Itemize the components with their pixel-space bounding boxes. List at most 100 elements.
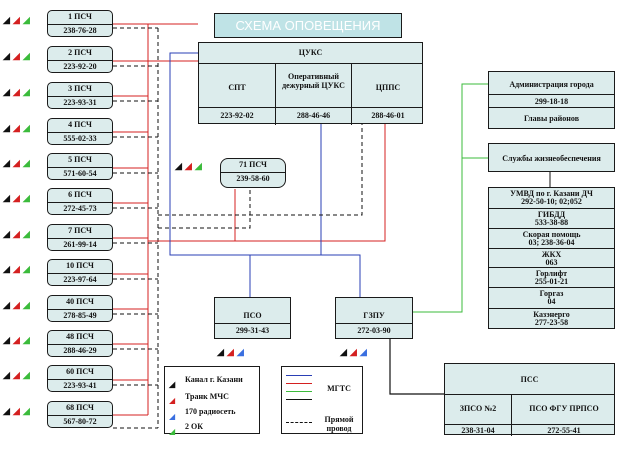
psch-name: 71 ПСЧ bbox=[239, 160, 267, 169]
gzpu-phone: 272-03-90 bbox=[357, 326, 391, 335]
service-phone: 292-50-10; 02;052 bbox=[521, 197, 582, 206]
tsuks-box: ЦУКС СПТ Оперативный дежурный ЦУКС ЦППС … bbox=[198, 42, 423, 125]
divider bbox=[489, 107, 614, 108]
services-title: Службы жизнеобеспечения bbox=[502, 154, 601, 163]
service-name: Горлифт bbox=[535, 269, 568, 278]
tsuks-col-phone: 288-46-01 bbox=[371, 111, 405, 120]
direct-wire-line bbox=[158, 124, 363, 216]
divider bbox=[221, 172, 285, 173]
direct-wire-line bbox=[158, 189, 251, 229]
legend-channels: ◢ Канал г. Казани ◢ Транк МЧС ◢ 170 ради… bbox=[164, 366, 260, 436]
radio-icons: ◢◢◢ bbox=[3, 193, 33, 203]
service-name: Казэнерго bbox=[533, 310, 570, 319]
legend-line bbox=[286, 383, 312, 384]
psch-phone: 278-85-49 bbox=[63, 311, 97, 320]
legend-row: ◢ bbox=[169, 412, 176, 421]
legend-row: ◢ bbox=[169, 427, 176, 436]
tsuks-col-name: ЦППС bbox=[375, 83, 401, 92]
admin-heads: Главы районов bbox=[523, 114, 580, 123]
pss-col-phone: 272-55-41 bbox=[547, 426, 581, 435]
pss-title: ПСС bbox=[520, 375, 539, 384]
psch-name: 5 ПСЧ bbox=[68, 155, 92, 164]
psch-box: 40 ПСЧ 278-85-49 bbox=[47, 295, 113, 322]
divider bbox=[48, 202, 112, 203]
legend-row: ◢ bbox=[169, 396, 176, 405]
psch-phone: 571-60-54 bbox=[63, 169, 97, 178]
divider bbox=[48, 415, 112, 416]
legend-line bbox=[286, 391, 312, 392]
psch-box: 4 ПСЧ 555-02-33 bbox=[47, 118, 113, 145]
admin-phone: 299-18-18 bbox=[534, 97, 569, 106]
psch-name: 3 ПСЧ bbox=[68, 84, 92, 93]
psch-name: 60 ПСЧ bbox=[66, 367, 94, 376]
services-box: Службы жизнеобеспечения bbox=[488, 143, 615, 172]
radio-icons: ◢◢◢ bbox=[3, 229, 33, 239]
legend-label: 170 радиосеть bbox=[185, 407, 236, 416]
legend-label: Канал г. Казани bbox=[185, 375, 243, 384]
tsuks-col-phone: 223-92-02 bbox=[220, 111, 254, 120]
radio-icons: ◢◢◢ bbox=[3, 335, 33, 345]
legend-line bbox=[286, 375, 312, 376]
title-box: СХЕМА ОПОВЕЩЕНИЯ bbox=[214, 13, 402, 38]
gzpu-title: ГЗПУ bbox=[363, 311, 385, 320]
divider bbox=[48, 238, 112, 239]
psch-box: 5 ПСЧ 571-60-54 bbox=[47, 153, 113, 180]
pss-col-name: ПСО ФГУ ПРПСО bbox=[529, 404, 599, 413]
service-phone: 03; 238-36-04 bbox=[528, 238, 575, 247]
divider bbox=[336, 323, 412, 324]
gzpu-box: ГЗПУ 272-03-90 bbox=[335, 297, 413, 339]
divider bbox=[199, 63, 422, 64]
divider bbox=[445, 394, 614, 395]
tsuks-col-name: СПТ bbox=[228, 83, 246, 92]
radio-icons: ◢◢◢ bbox=[3, 370, 33, 380]
psch-name: 4 ПСЧ bbox=[68, 120, 92, 129]
service-name: ГИБДД bbox=[537, 210, 566, 219]
psch-phone: 567-80-72 bbox=[63, 417, 97, 426]
pss-box: ПСС ЗПСО №2 ПСО ФГУ ПРПСО 238-31-04 272-… bbox=[444, 363, 615, 436]
page-title: СХЕМА ОПОВЕЩЕНИЯ bbox=[235, 18, 381, 33]
divider bbox=[48, 309, 112, 310]
mgts-line bbox=[169, 52, 361, 297]
divider bbox=[511, 394, 512, 436]
service-phone: 533-38-88 bbox=[534, 218, 569, 227]
radio-icons: ◢◢◢ bbox=[3, 15, 33, 25]
legend-line bbox=[286, 399, 312, 400]
psch-name: 1 ПСЧ bbox=[68, 12, 92, 21]
legend-label: Прямой провод bbox=[324, 415, 354, 433]
divider bbox=[48, 60, 112, 61]
psch-71-box: 71 ПСЧ 239-58-60 bbox=[220, 158, 286, 188]
psch-phone: 555-02-33 bbox=[63, 134, 97, 143]
link-line bbox=[389, 323, 444, 395]
legend-lines: МГТС Прямой провод bbox=[281, 366, 363, 434]
pss-col-name: ЗПСО №2 bbox=[459, 404, 497, 413]
legend-label: МГТС bbox=[327, 384, 351, 393]
tsuks-col-phone: 288-46-46 bbox=[296, 111, 331, 120]
psch-phone: 261-99-14 bbox=[63, 240, 97, 249]
psch-phone: 239-58-60 bbox=[236, 174, 270, 183]
psch-phone: 288-46-29 bbox=[63, 346, 97, 355]
pso-phone: 299-31-43 bbox=[235, 326, 270, 335]
green-line bbox=[413, 83, 488, 313]
service-name: УМВД по г. Казани ДЧ bbox=[510, 189, 593, 198]
radio-icons: ◢◢◢ bbox=[340, 347, 370, 357]
radio-icons: ◢◢◢ bbox=[3, 300, 33, 310]
divider bbox=[48, 132, 112, 133]
pso-box: ПСО 299-31-43 bbox=[214, 297, 291, 339]
service-phone: 063 bbox=[545, 258, 558, 267]
legend-row: ◢ bbox=[169, 380, 176, 389]
divider bbox=[48, 273, 112, 274]
radio-icons: ◢◢◢ bbox=[3, 87, 33, 97]
divider bbox=[48, 167, 112, 168]
divider bbox=[48, 24, 112, 25]
psch-name: 40 ПСЧ bbox=[66, 297, 94, 306]
